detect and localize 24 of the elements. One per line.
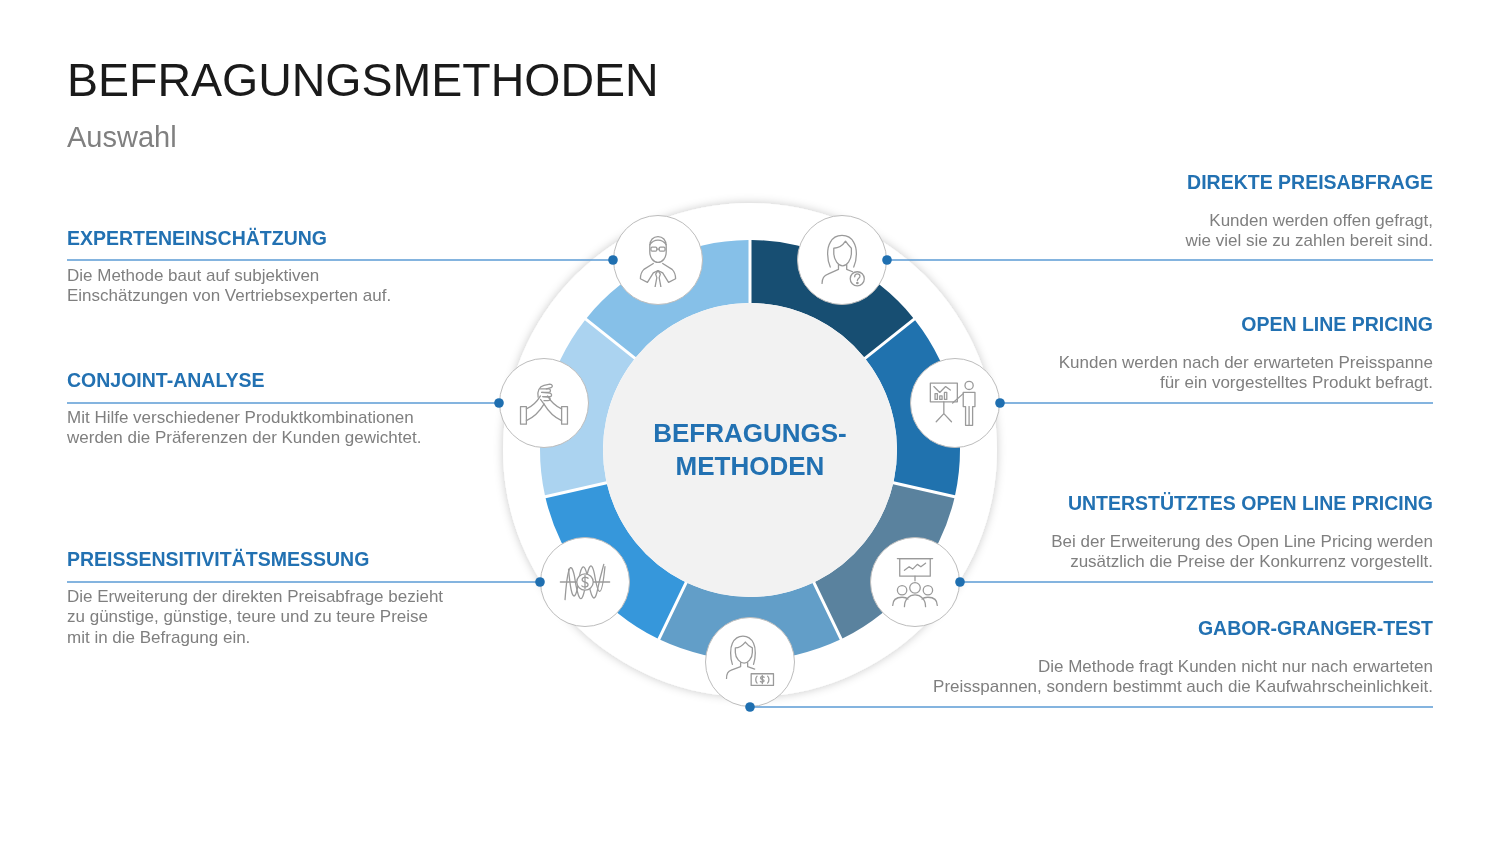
method-heading: PREISSENSITIVITÄTSMESSUNG bbox=[67, 548, 370, 570]
connector-line bbox=[995, 398, 1434, 408]
connector-line bbox=[882, 255, 1434, 265]
method-heading: OPEN LINE PRICING bbox=[1241, 312, 1433, 336]
connector-line bbox=[745, 702, 1434, 712]
method-description: Bei der Erweiterung des Open Line Pricing werden zusätzlich die Preise der Konkurrenz vorgestellt. bbox=[1050, 531, 1433, 573]
connector-line bbox=[66, 577, 545, 587]
method-heading: GABOR-GRANGER-TEST bbox=[1197, 616, 1433, 640]
page-subtitle: Auswahl bbox=[67, 120, 177, 154]
connector-line bbox=[66, 255, 618, 265]
method-heading: DIREKTE PREISABFRAGE bbox=[1187, 170, 1433, 194]
method-description: Die Erweiterung der direkten Preisabfrage bezieht zu günstige, günstige, teure und zu teure Preise mit in die Befragung ein. bbox=[67, 586, 445, 648]
connector-line bbox=[66, 398, 504, 408]
method-heading: UNTERSTÜTZTES OPEN LINE PRICING bbox=[1067, 491, 1433, 515]
method-heading: EXPERTENEINSCHÄTZUNG bbox=[67, 227, 328, 249]
method-heading: CONJOINT-ANALYSE bbox=[67, 369, 265, 391]
method-description: Die Methode fragt Kunden nicht nur nach erwarteten Preisspannen, sondern bestimmt auch die Kaufwahrscheinlichkeit. bbox=[933, 656, 1433, 698]
method-description: Kunden werden offen gefragt, wie viel sie zu zahlen bereit sind. bbox=[1185, 210, 1433, 252]
method-description: Die Methode baut auf subjektiven Einschätzungen von Vertriebsexperten auf. bbox=[67, 265, 393, 307]
method-description: Kunden werden nach der erwarteten Preisspanne für ein vorgestelltes Produkt befragt. bbox=[1057, 352, 1433, 394]
page-title: BEFRAGUNGSMETHODEN bbox=[67, 53, 659, 107]
method-description: Mit Hilfe verschiedener Produktkombinationen werden die Präferenzen der Kunden gewichtet. bbox=[67, 407, 423, 449]
connector-line bbox=[955, 577, 1434, 587]
center-title: BEFRAGUNGS- METHODEN bbox=[652, 417, 848, 483]
